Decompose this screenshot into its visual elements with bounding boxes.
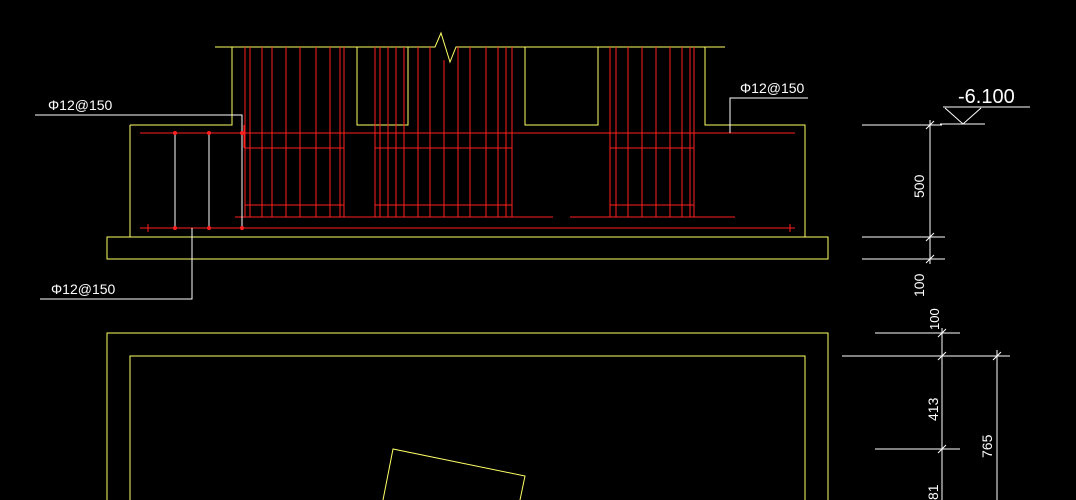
dim-plan-offset: 100 <box>927 308 942 330</box>
leaders <box>35 97 808 300</box>
rebar-label-top-left: Φ12@150 <box>48 97 113 113</box>
dim-bedding-depth: 100 <box>911 273 927 297</box>
plan-column-outline <box>382 448 526 500</box>
elevation-label: -6.100 <box>958 86 1015 108</box>
plan-view <box>106 332 829 500</box>
column-1-rebar <box>235 47 372 218</box>
dim-cap-depth: 500 <box>911 174 927 198</box>
section-outline <box>106 31 829 260</box>
column-recess-2 <box>524 47 599 126</box>
rebar-label-bottom-left: Φ12@150 <box>51 281 116 297</box>
break-line <box>215 31 725 64</box>
rebar-label-top-right: Φ12@150 <box>740 80 805 96</box>
elevation-marker[interactable] <box>940 106 1030 125</box>
dim-plan-1: 413 <box>925 397 941 421</box>
plan-inner-outline <box>129 355 806 500</box>
rebar-group <box>140 47 795 232</box>
column-recess-1 <box>356 47 409 126</box>
column-2-rebar <box>365 47 553 218</box>
pile-cap-outline <box>129 47 806 238</box>
section-dimension-lines <box>862 120 945 264</box>
column-3-rebar <box>570 47 735 218</box>
plan-dimension-lines <box>842 328 1010 500</box>
dim-plan-3: 81 <box>925 484 941 500</box>
blinding-layer <box>106 236 829 260</box>
dim-plan-2: 765 <box>979 434 995 458</box>
plan-outer-outline <box>106 332 829 500</box>
